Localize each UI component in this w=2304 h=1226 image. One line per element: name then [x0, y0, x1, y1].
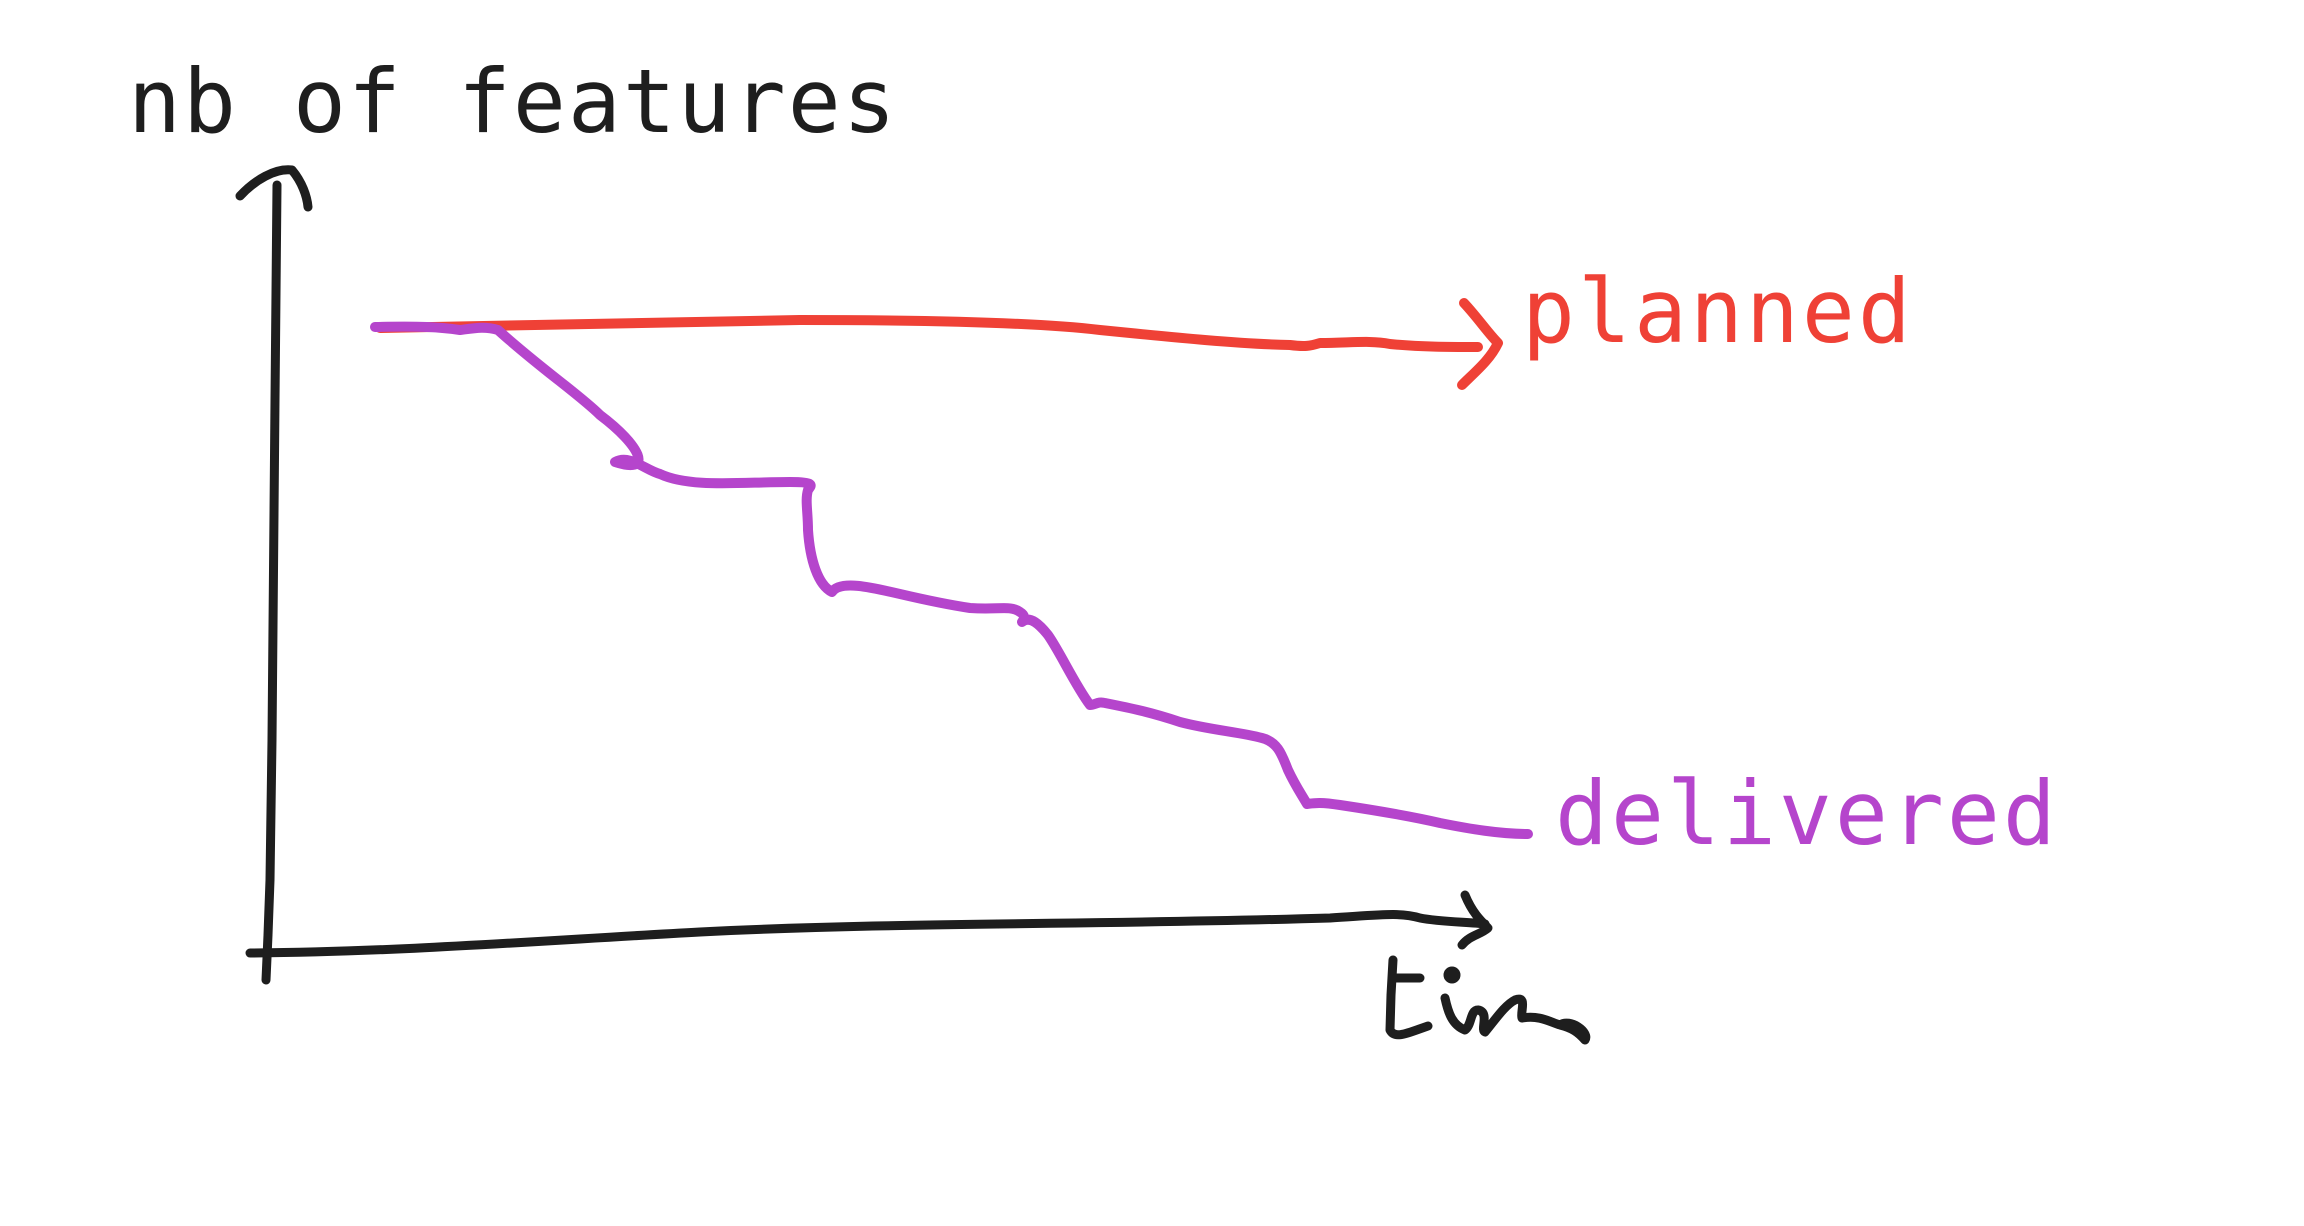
delivered-series-label: delivered	[1555, 762, 2059, 865]
x-axis	[245, 890, 1493, 958]
y-axis-label: nb of features	[128, 50, 898, 153]
delivered-line	[370, 321, 1533, 839]
y-axis-arrowhead-icon	[235, 165, 313, 212]
i-dot	[1443, 966, 1461, 984]
x-axis-label-handwritten	[1385, 955, 1591, 1045]
planned-arrowhead-icon	[1457, 298, 1503, 390]
planned-line	[375, 298, 1503, 390]
planned-series-label: planned	[1522, 260, 1914, 363]
y-axis	[235, 165, 313, 985]
x-axis-arrowhead-icon	[1457, 890, 1493, 950]
